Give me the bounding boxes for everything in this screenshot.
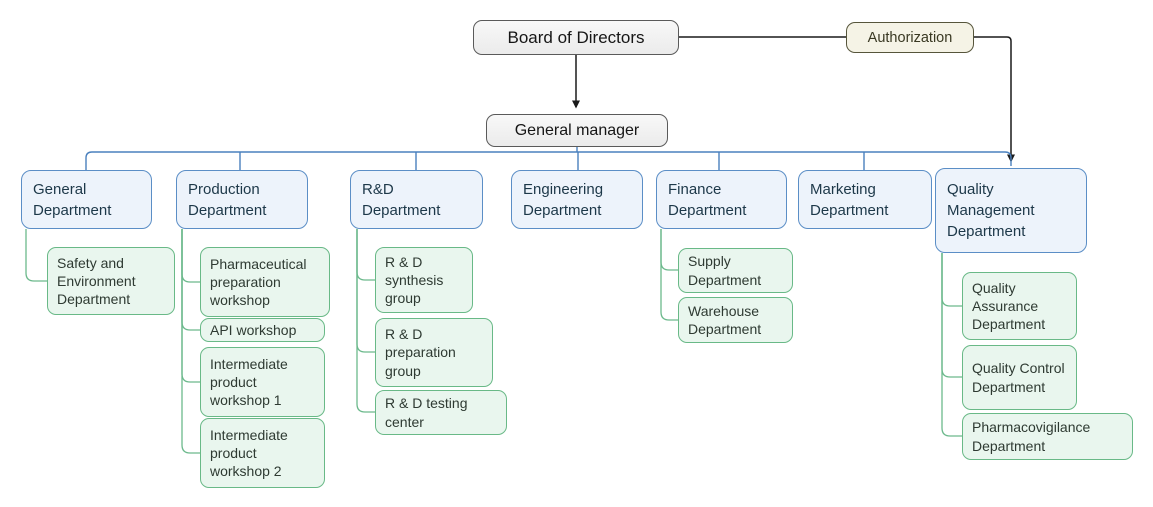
node-label: R & D synthesis group: [385, 253, 444, 307]
node-sub-quality-assurance-department[interactable]: Quality Assurance Department: [962, 272, 1077, 340]
node-label: General manager: [514, 121, 640, 139]
node-label: API workshop: [210, 321, 297, 338]
edge-rnd-to-preparation: [356, 229, 375, 353]
node-sub-pharmaceutical-preparation-workshop[interactable]: Pharmaceutical preparation workshop: [200, 247, 330, 317]
node-sub-intermediate-workshop-2[interactable]: Intermediate product workshop 2: [200, 418, 325, 488]
node-sub-safety-environment[interactable]: Safety and Environment Department: [47, 247, 175, 315]
node-marketing-department[interactable]: Marketing Department: [798, 170, 932, 229]
node-label: Safety and Environment Department: [57, 254, 136, 308]
node-label: Supply Department: [688, 253, 762, 288]
node-label: Board of Directors: [507, 27, 645, 47]
edge-rnd-to-synthesis: [356, 229, 375, 281]
edge-qm-to-qa: [941, 253, 962, 307]
node-label: General Department: [33, 180, 112, 219]
node-sub-quality-control-department[interactable]: Quality Control Department: [962, 345, 1077, 410]
edge-manager-rail: [85, 151, 1012, 170]
edge-rnd-to-testing: [356, 229, 375, 413]
node-label: Finance Department: [668, 180, 747, 219]
edge-finance-to-supply: [660, 229, 678, 271]
node-label: Production Department: [188, 180, 267, 219]
node-quality-management-department[interactable]: Quality Management Department: [935, 168, 1087, 253]
node-label: Intermediate product workshop 1: [210, 355, 288, 409]
node-label: R&D Department: [362, 180, 441, 219]
edge-qm-to-pharmacovigilance: [941, 253, 962, 437]
node-label: Quality Management Department: [947, 181, 1035, 240]
node-sub-warehouse-department[interactable]: Warehouse Department: [678, 297, 793, 343]
node-label: Intermediate product workshop 2: [210, 426, 288, 480]
node-finance-department[interactable]: Finance Department: [656, 170, 787, 229]
node-sub-rnd-testing-center[interactable]: R & D testing center: [375, 390, 507, 435]
node-general-manager[interactable]: General manager: [486, 114, 668, 147]
node-sub-pharmacovigilance-department[interactable]: Pharmacovigilance Department: [962, 413, 1133, 460]
edge-production-to-api: [181, 229, 200, 331]
node-production-department[interactable]: Production Department: [176, 170, 308, 229]
edge-production-to-pharma-prep: [181, 229, 200, 283]
node-label: Authorization: [867, 29, 953, 46]
node-sub-rnd-preparation-group[interactable]: R & D preparation group: [375, 318, 493, 387]
node-label: R & D preparation group: [385, 326, 456, 379]
node-label: Engineering Department: [523, 180, 604, 219]
node-label: Marketing Department: [810, 180, 889, 219]
node-label: Quality Assurance Department: [972, 279, 1046, 333]
node-sub-rnd-synthesis-group[interactable]: R & D synthesis group: [375, 247, 473, 313]
edge-general-to-safety: [25, 229, 47, 282]
node-general-department[interactable]: General Department: [21, 170, 152, 229]
edge-authorization-to-quality-management: [974, 36, 1015, 163]
node-board-of-directors[interactable]: Board of Directors: [473, 20, 679, 55]
node-label: Pharmacovigilance Department: [972, 419, 1091, 454]
edge-production-to-ipw1: [181, 229, 200, 383]
node-label: Pharmaceutical preparation workshop: [210, 255, 307, 309]
node-label: Quality Control Department: [972, 360, 1065, 395]
node-label: R & D testing center: [385, 395, 468, 430]
node-sub-intermediate-workshop-1[interactable]: Intermediate product workshop 1: [200, 347, 325, 417]
edge-production-to-ipw2: [181, 229, 200, 454]
edge-finance-to-warehouse: [660, 229, 678, 321]
node-sub-supply-department[interactable]: Supply Department: [678, 248, 793, 293]
edge-qm-to-qc: [941, 253, 962, 378]
node-authorization[interactable]: Authorization: [846, 22, 974, 53]
node-rnd-department[interactable]: R&D Department: [350, 170, 483, 229]
node-label: Warehouse Department: [688, 302, 762, 337]
node-sub-api-workshop[interactable]: API workshop: [200, 318, 325, 342]
node-engineering-department[interactable]: Engineering Department: [511, 170, 643, 229]
